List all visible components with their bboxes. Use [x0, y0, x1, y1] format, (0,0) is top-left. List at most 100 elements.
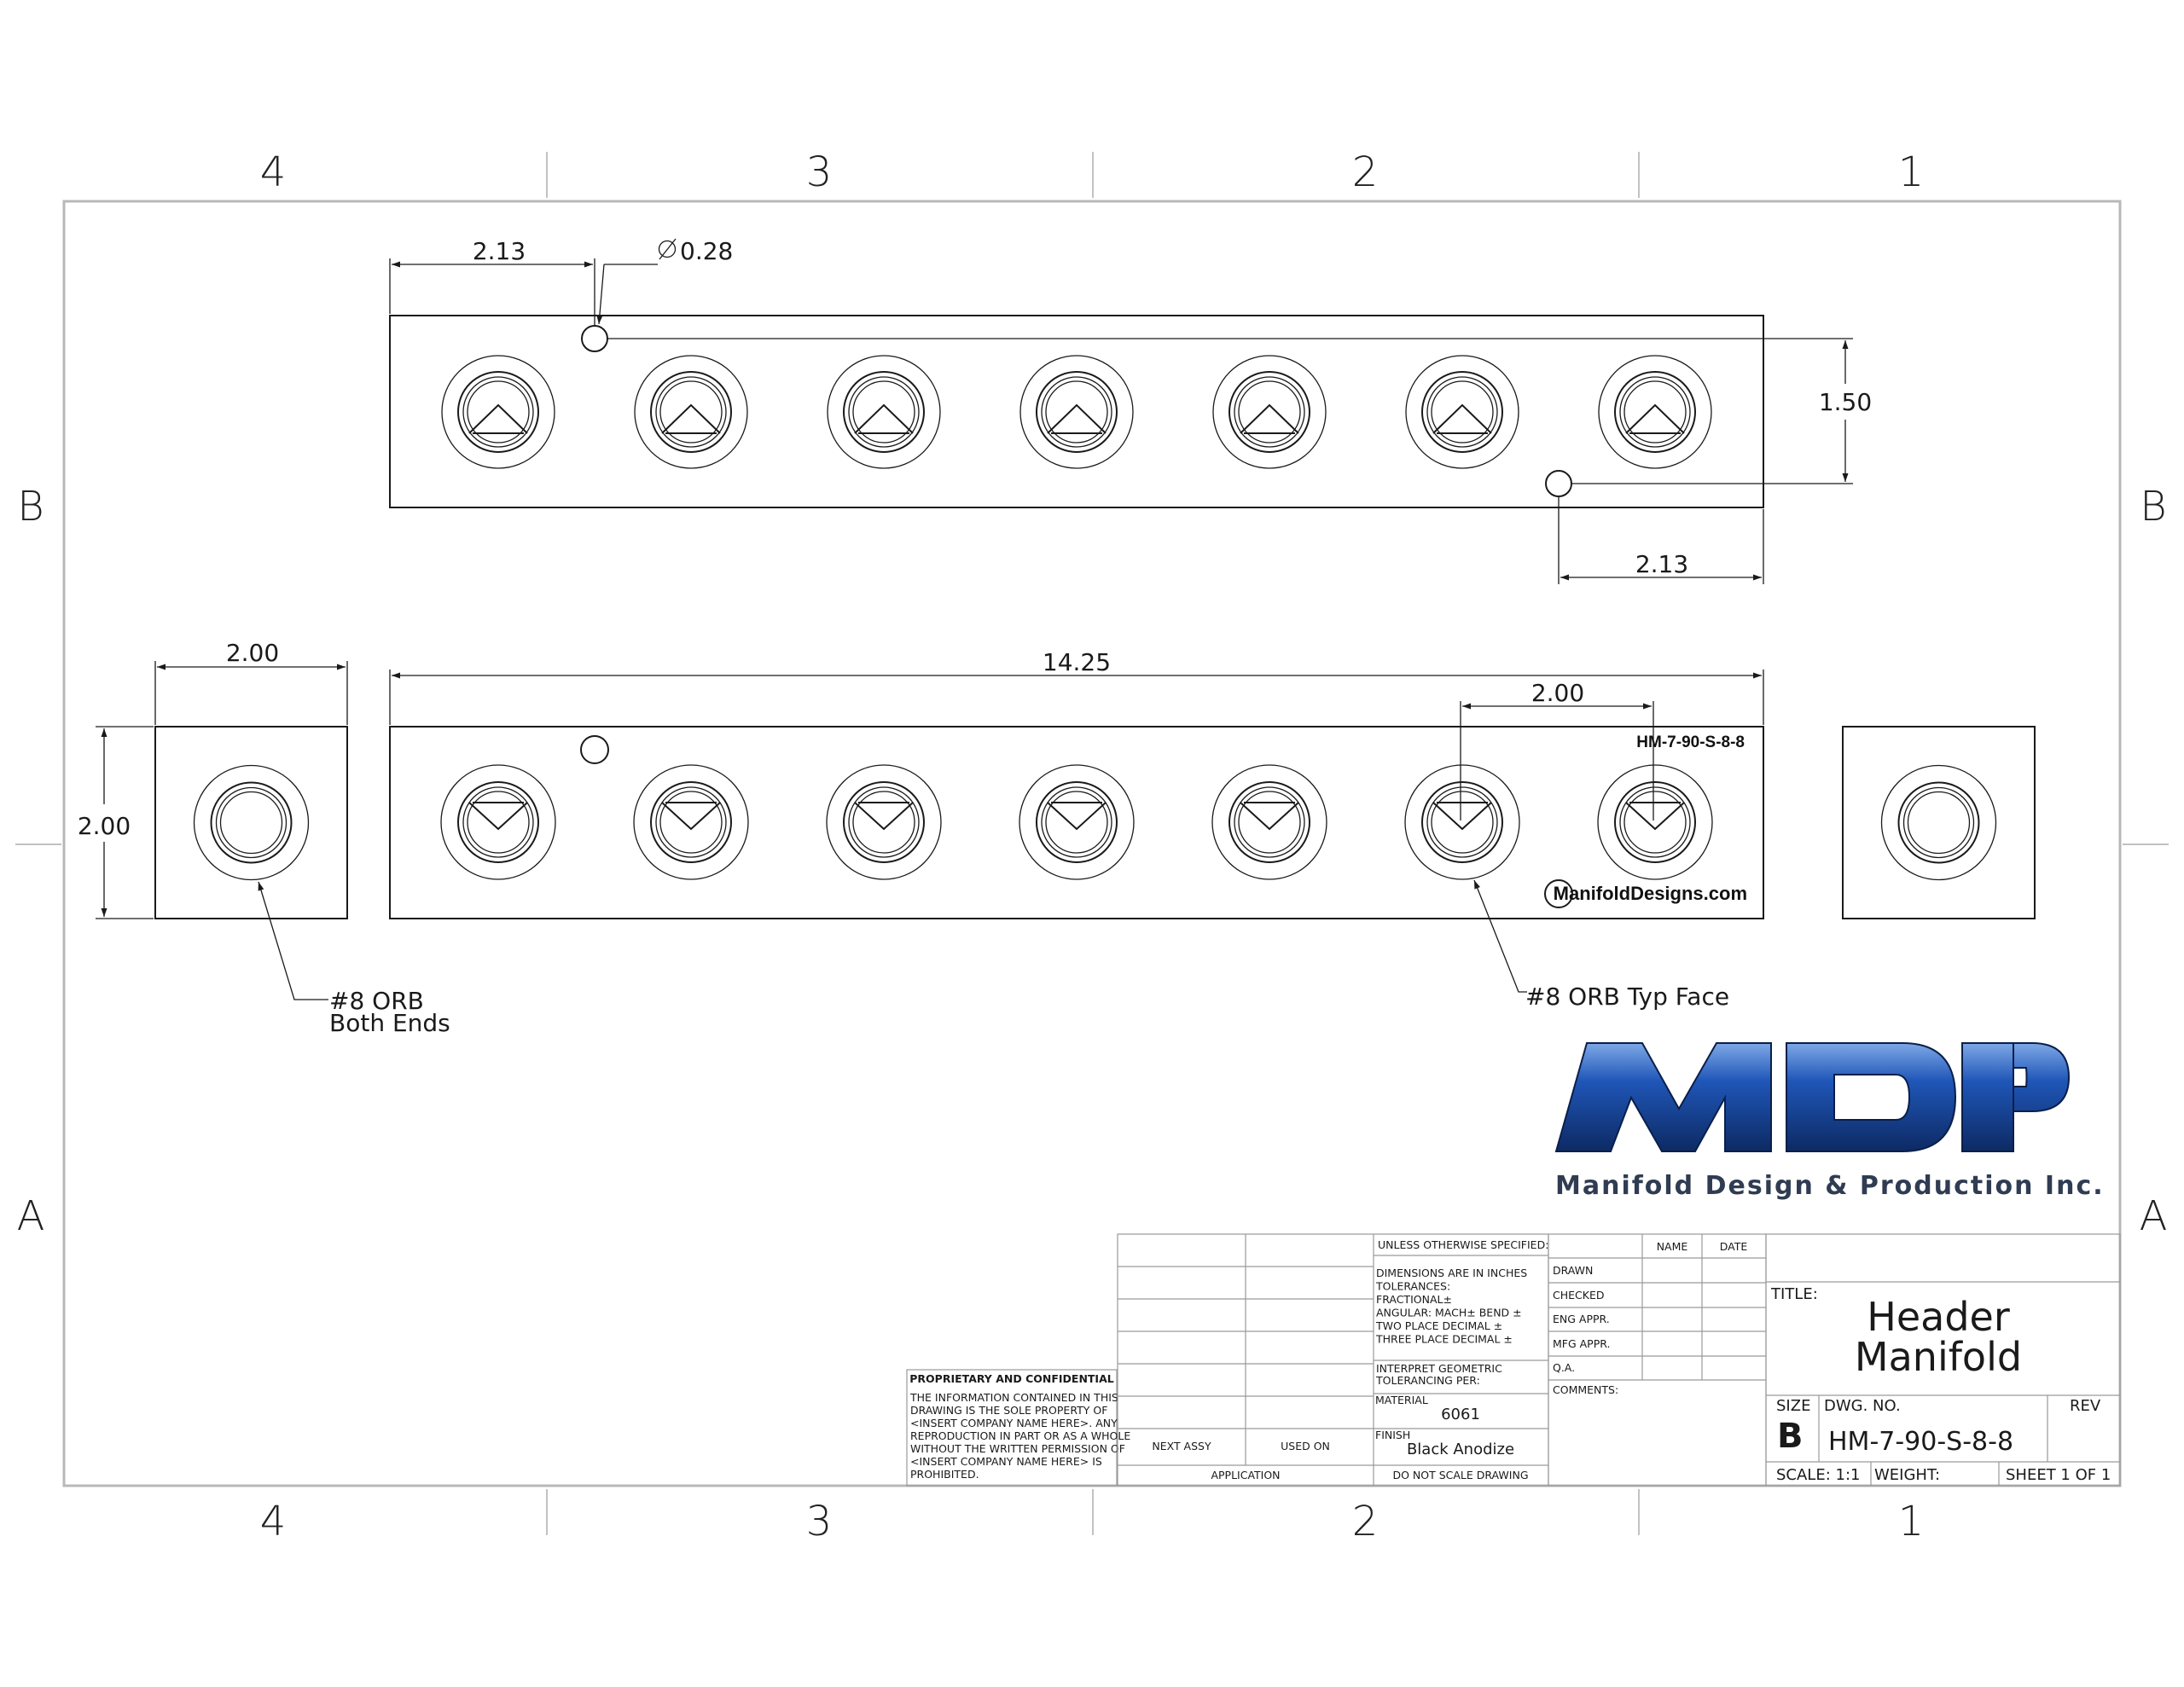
callout-ends-line2: Both Ends — [329, 1009, 450, 1037]
finish-value: Black Anodize — [1407, 1441, 1514, 1458]
gdt-line-1: INTERPRET GEOMETRIC — [1376, 1362, 1502, 1375]
zone-col-4-top: 4 — [260, 148, 287, 196]
right-end-body — [1842, 726, 2036, 919]
dim-end-height: 2.00 — [78, 812, 131, 840]
zone-col-3-bottom: 3 — [806, 1498, 833, 1545]
proprietary-line: REPRODUCTION IN PART OR AS A WHOLE — [910, 1429, 1130, 1442]
front-mounting-hole-right — [1544, 879, 1573, 908]
front-mounting-hole-left — [580, 735, 609, 764]
unless-specified: UNLESS OTHERWISE SPECIFIED: — [1378, 1238, 1548, 1251]
dwg-no-label: DWG. NO. — [1824, 1397, 1901, 1415]
mdp-logo-mark — [1554, 1042, 2071, 1152]
proprietary-line: PROHIBITED. — [910, 1468, 979, 1481]
callout-ends-line1: #8 ORB — [329, 987, 424, 1015]
gdt-line-2: TOLERANCING PER: — [1375, 1374, 1480, 1387]
proprietary-line: THE INFORMATION CONTAINED IN THIS — [909, 1391, 1118, 1404]
rev-label: REV — [2070, 1397, 2101, 1415]
proprietary-line: DRAWING IS THE SOLE PROPERTY OF — [910, 1404, 1107, 1417]
title-block: PROPRIETARY AND CONFIDENTIAL THE INFORMA… — [906, 1233, 2121, 1487]
dim-port-spacing: 2.00 — [1531, 679, 1584, 707]
weight-label: WEIGHT: — [1874, 1466, 1940, 1484]
tolerance-line: THREE PLACE DECIMAL ± — [1375, 1333, 1513, 1346]
part-number-engraving: HM-7-90-S-8-8 — [1636, 733, 1745, 751]
title-line-2: Manifold — [1855, 1334, 2022, 1380]
dim-left-hole: 2.13 — [473, 237, 526, 265]
front-port-1 — [440, 764, 556, 880]
comments-label: COMMENTS: — [1553, 1383, 1618, 1396]
mounting-hole-right — [1545, 470, 1572, 497]
top-port-4 — [1019, 355, 1134, 469]
left-end-view: 2.00 2.00 #8 ORB Both Ends — [78, 639, 450, 1037]
front-port-7 — [1597, 764, 1713, 880]
zone-col-2-top: 2 — [1352, 148, 1379, 196]
top-port-6 — [1405, 355, 1519, 469]
dim-hole-diameter: 0.28 — [658, 237, 733, 265]
sheet-label: SHEET 1 OF 1 — [2006, 1466, 2111, 1484]
front-port-2 — [633, 764, 749, 880]
zone-col-4-bottom: 4 — [260, 1498, 287, 1545]
top-port-3 — [827, 355, 941, 469]
material-label: MATERIAL — [1375, 1394, 1428, 1406]
dim-right-hole: 2.13 — [1635, 550, 1688, 578]
approval-row-label: DRAWN — [1553, 1264, 1593, 1277]
zone-row-a-left: A — [17, 1192, 45, 1240]
front-view-body — [389, 726, 1764, 919]
tolerance-line: DIMENSIONS ARE IN INCHES — [1376, 1267, 1527, 1279]
front-port-3 — [826, 764, 942, 880]
tolerance-notes: DIMENSIONS ARE IN INCHESTOLERANCES:FRACT… — [1375, 1267, 1527, 1346]
zone-row-b-left: B — [17, 483, 44, 530]
used-on-label: USED ON — [1281, 1440, 1330, 1452]
callout-face: #8 ORB Typ Face — [1525, 983, 1729, 1011]
proprietary-line: <INSERT COMPANY NAME HERE>. ANY — [910, 1417, 1118, 1429]
top-port-5 — [1212, 355, 1327, 469]
next-assy-label: NEXT ASSY — [1152, 1440, 1211, 1452]
size-value: B — [1777, 1417, 1804, 1456]
approval-row-label: Q.A. — [1553, 1361, 1575, 1374]
zone-col-1-top: 1 — [1898, 148, 1925, 196]
size-label: SIZE — [1776, 1397, 1810, 1415]
name-header: NAME — [1657, 1240, 1688, 1253]
front-view: HM-7-90-S-8-8 ManifoldDesigns.com 14.25 … — [389, 648, 1764, 1011]
top-view: 2.13 0.28 1.50 2.13 — [389, 237, 1872, 584]
zone-row-a-right: A — [2140, 1192, 2168, 1240]
proprietary-title: PROPRIETARY AND CONFIDENTIAL — [909, 1372, 1114, 1385]
zone-row-b-right: B — [2140, 483, 2166, 530]
scale-label: SCALE: 1:1 — [1776, 1466, 1860, 1484]
application-label: APPLICATION — [1211, 1469, 1280, 1481]
zone-labels: 4 3 2 1 4 3 2 1 B B A A — [17, 148, 2168, 1545]
zone-col-2-bottom: 2 — [1352, 1498, 1379, 1545]
do-not-scale: DO NOT SCALE DRAWING — [1392, 1469, 1528, 1481]
mounting-hole-left — [581, 325, 608, 352]
approval-row-label: MFG APPR. — [1553, 1337, 1610, 1350]
top-port-7 — [1598, 355, 1712, 469]
left-end-body — [154, 726, 348, 919]
proprietary-notice: THE INFORMATION CONTAINED IN THISDRAWING… — [909, 1391, 1130, 1481]
right-end-view — [1842, 726, 2036, 919]
proprietary-line: WITHOUT THE WRITTEN PERMISSION OF — [910, 1442, 1125, 1455]
material-value: 6061 — [1441, 1406, 1480, 1423]
date-header: DATE — [1720, 1240, 1748, 1253]
svg-text:0.28: 0.28 — [680, 237, 733, 265]
top-view-ports — [441, 355, 1712, 469]
proprietary-line: <INSERT COMPANY NAME HERE> IS — [910, 1455, 1102, 1468]
approval-row-label: ENG APPR. — [1553, 1313, 1610, 1325]
zone-col-1-bottom: 1 — [1898, 1498, 1925, 1545]
website-engraving: ManifoldDesigns.com — [1554, 883, 1747, 904]
zone-col-3-top: 3 — [806, 148, 833, 196]
tolerance-line: TOLERANCES: — [1375, 1280, 1450, 1293]
tolerance-line: FRACTIONAL± — [1376, 1293, 1452, 1306]
dim-length: 14.25 — [1043, 648, 1111, 676]
top-view-body — [389, 315, 1764, 508]
title-label: TITLE: — [1770, 1285, 1818, 1303]
front-port-5 — [1211, 764, 1327, 880]
tolerance-line: ANGULAR: MACH± BEND ± — [1376, 1307, 1522, 1319]
dim-height: 1.50 — [1819, 388, 1872, 416]
top-port-2 — [634, 355, 748, 469]
title-line-1: Header — [1867, 1294, 2010, 1340]
front-port-4 — [1019, 764, 1135, 880]
dim-end-width: 2.00 — [226, 639, 279, 667]
tolerance-line: TWO PLACE DECIMAL ± — [1375, 1319, 1502, 1332]
company-logo: Manifold Design & Production Inc. — [1554, 1042, 2103, 1201]
